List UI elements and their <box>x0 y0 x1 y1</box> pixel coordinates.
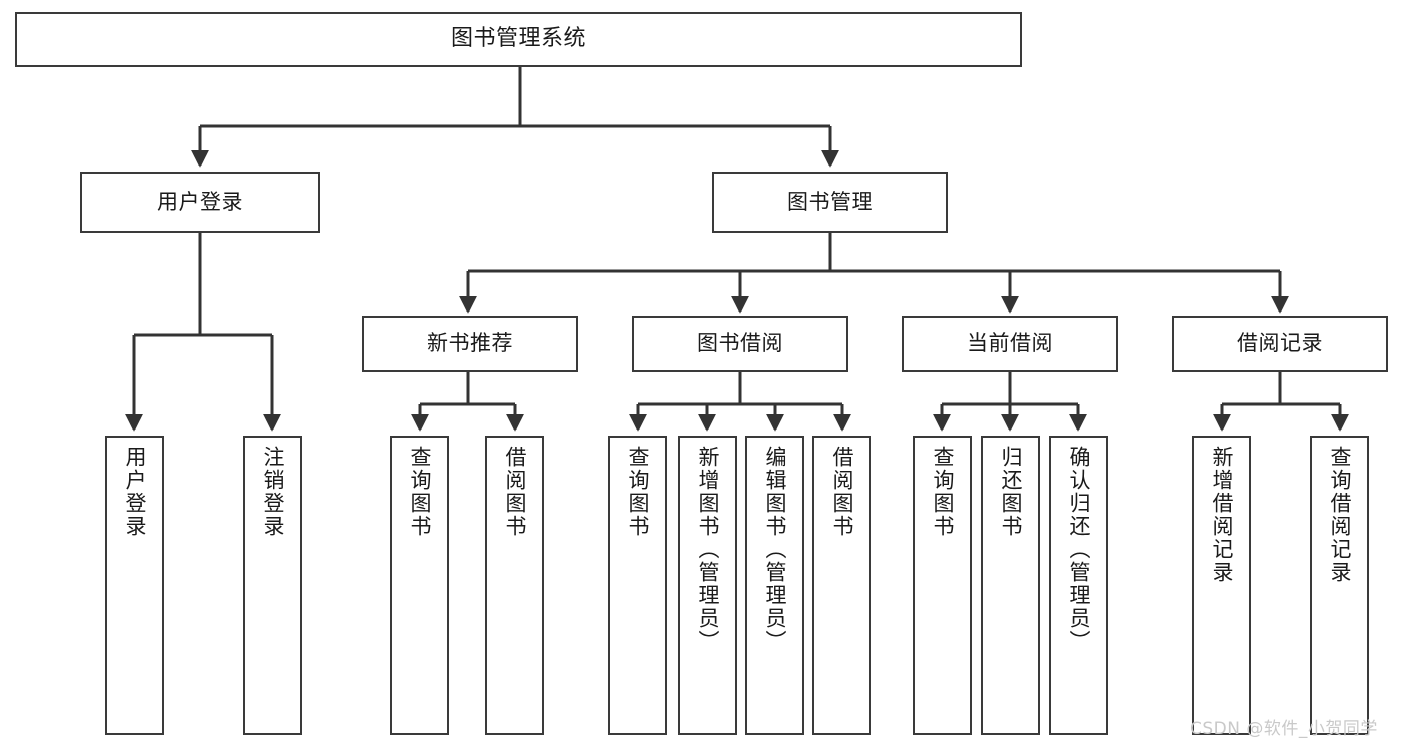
leaf-new-book-borrow[interactable]: 借阅图书 <box>485 436 544 735</box>
node-label: 图书管理 <box>787 189 873 214</box>
node-label: 用户登录 <box>123 446 147 538</box>
node-root-library-system[interactable]: 图书管理系统 <box>15 12 1022 67</box>
leaf-current-borrow-return[interactable]: 归还图书 <box>981 436 1040 735</box>
node-label: 当前借阅 <box>967 331 1053 356</box>
node-label: 借阅记录 <box>1237 331 1323 356</box>
leaf-book-borrow-edit[interactable]: 编辑图书（管理员） <box>745 436 804 735</box>
leaf-user-login-login[interactable]: 用户登录 <box>105 436 164 735</box>
node-label: 新增借阅记录 <box>1210 446 1234 584</box>
node-label: 新书推荐 <box>427 331 513 356</box>
leaf-book-borrow-borrow[interactable]: 借阅图书 <box>812 436 871 735</box>
node-label: 编辑图书（管理员） <box>763 446 787 653</box>
csdn-watermark: CSDN @软件_小贺同学 <box>1190 719 1378 739</box>
node-label: 借阅图书 <box>503 446 527 538</box>
node-label: 新增图书（管理员） <box>696 446 720 653</box>
leaf-book-borrow-query[interactable]: 查询图书 <box>608 436 667 735</box>
node-label: 查询图书 <box>626 446 650 538</box>
node-label: 归还图书 <box>999 446 1023 538</box>
leaf-book-borrow-add[interactable]: 新增图书（管理员） <box>678 436 737 735</box>
leaf-current-borrow-confirm-return[interactable]: 确认归还（管理员） <box>1049 436 1108 735</box>
node-label: 借阅图书 <box>830 446 854 538</box>
node-label: 图书管理系统 <box>450 26 586 52</box>
node-new-book-recommend[interactable]: 新书推荐 <box>362 316 578 372</box>
leaf-borrow-record-query[interactable]: 查询借阅记录 <box>1310 436 1369 735</box>
node-label: 注销登录 <box>261 446 285 538</box>
leaf-current-borrow-query[interactable]: 查询图书 <box>913 436 972 735</box>
node-label: 确认归还（管理员） <box>1067 446 1091 653</box>
node-label: 图书借阅 <box>697 331 783 356</box>
node-current-borrow[interactable]: 当前借阅 <box>902 316 1118 372</box>
node-book-management[interactable]: 图书管理 <box>712 172 948 233</box>
leaf-new-book-query[interactable]: 查询图书 <box>390 436 449 735</box>
node-label: 查询借阅记录 <box>1328 446 1352 584</box>
node-label: 查询图书 <box>931 446 955 538</box>
leaf-user-login-logout[interactable]: 注销登录 <box>243 436 302 735</box>
node-user-login[interactable]: 用户登录 <box>80 172 320 233</box>
node-label: 查询图书 <box>408 446 432 538</box>
leaf-borrow-record-add[interactable]: 新增借阅记录 <box>1192 436 1251 735</box>
node-book-borrow[interactable]: 图书借阅 <box>632 316 848 372</box>
node-label: 用户登录 <box>157 189 243 214</box>
node-borrow-record[interactable]: 借阅记录 <box>1172 316 1388 372</box>
